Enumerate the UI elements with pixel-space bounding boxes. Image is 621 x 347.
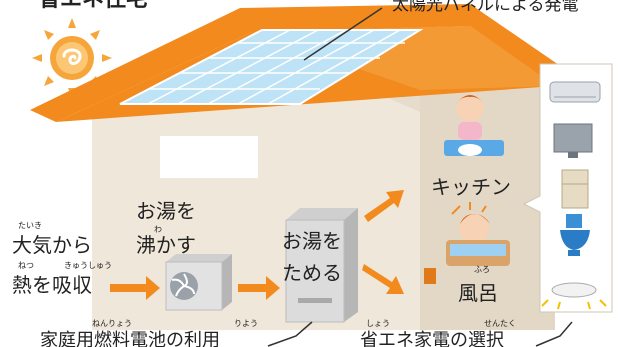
ruby-kyuushuu: きゅうしゅう [64, 261, 112, 270]
hot-water-tank-icon [285, 208, 358, 323]
label-boil-1: お湯を [136, 199, 196, 223]
tv-icon [553, 123, 593, 158]
toilet-icon [560, 214, 590, 256]
fuelcell-callout-label: 家庭用燃料電池の利用 [40, 330, 220, 347]
label-kitchen: キッチン [431, 175, 511, 199]
ruby-riyou: りよう [234, 319, 258, 328]
appliances-callout-label: 省エネ家電の選択 [360, 330, 504, 347]
ruby-nenryou: ねんりょう [92, 319, 132, 328]
ruby-sentaku: せんたく [484, 319, 516, 328]
heat-pump-icon [165, 254, 232, 311]
ruby-wa: わ [154, 225, 162, 234]
arrow-air-to-pump [110, 276, 160, 300]
arrow-tank-to-bath [362, 264, 404, 294]
label-air-2: 熱を吸収 [12, 273, 92, 297]
label-air-1: 大気から [12, 233, 92, 257]
ruby-shou: しょう [366, 319, 390, 328]
solar-panel-icon [119, 29, 424, 105]
ceiling-light-icon [541, 282, 607, 310]
appliances-callout-line [535, 321, 573, 347]
sun-icon [32, 18, 112, 98]
flow-arrows [110, 190, 436, 300]
label-bath: 風呂 [458, 281, 498, 305]
solar-callout-line [303, 7, 383, 61]
ruby-furo: ふろ [474, 265, 490, 274]
arrow-pump-to-tank [238, 276, 280, 300]
label-store-1: お湯を [282, 229, 342, 253]
title: 省エネ住宅 [37, 0, 148, 12]
fuelcell-callout-line [267, 321, 313, 347]
arrow-tank-to-kitchen [364, 190, 404, 222]
bath-person-illustration [446, 202, 510, 266]
fridge-icon [561, 169, 589, 209]
ruby-netsu: ねつ [18, 261, 34, 270]
label-store-2: ためる [282, 261, 342, 285]
ruby-taiki: たいき [18, 221, 42, 230]
solar-callout-label: 太陽光パネルによる発電 [392, 0, 579, 15]
label-boil-2: 沸かす [136, 233, 196, 257]
kitchen-person-illustration [444, 94, 504, 156]
air-conditioner-icon [549, 81, 601, 103]
house-window [160, 136, 258, 178]
arrow-into-bath [424, 268, 436, 284]
